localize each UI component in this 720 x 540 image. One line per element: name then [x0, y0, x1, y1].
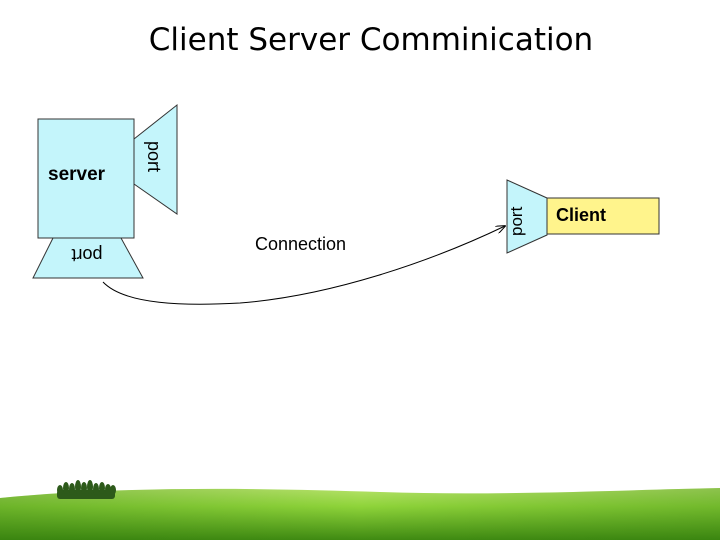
connection-label: Connection [255, 234, 346, 254]
client-label: Client [556, 205, 606, 225]
client-box [546, 197, 660, 235]
connection-arrow [102, 226, 505, 305]
grass-footer [0, 480, 720, 540]
tree-line-icon [57, 480, 116, 499]
client-port-label: port [507, 206, 526, 236]
server-port-bottom-label: port [71, 245, 102, 265]
server-label: server [48, 164, 106, 185]
server-port-right [133, 103, 178, 215]
server-box [37, 118, 135, 239]
server-port-bottom [32, 237, 144, 279]
slide-title: Client Server Comminication [148, 22, 594, 58]
server-port-right-label: port [144, 141, 164, 172]
